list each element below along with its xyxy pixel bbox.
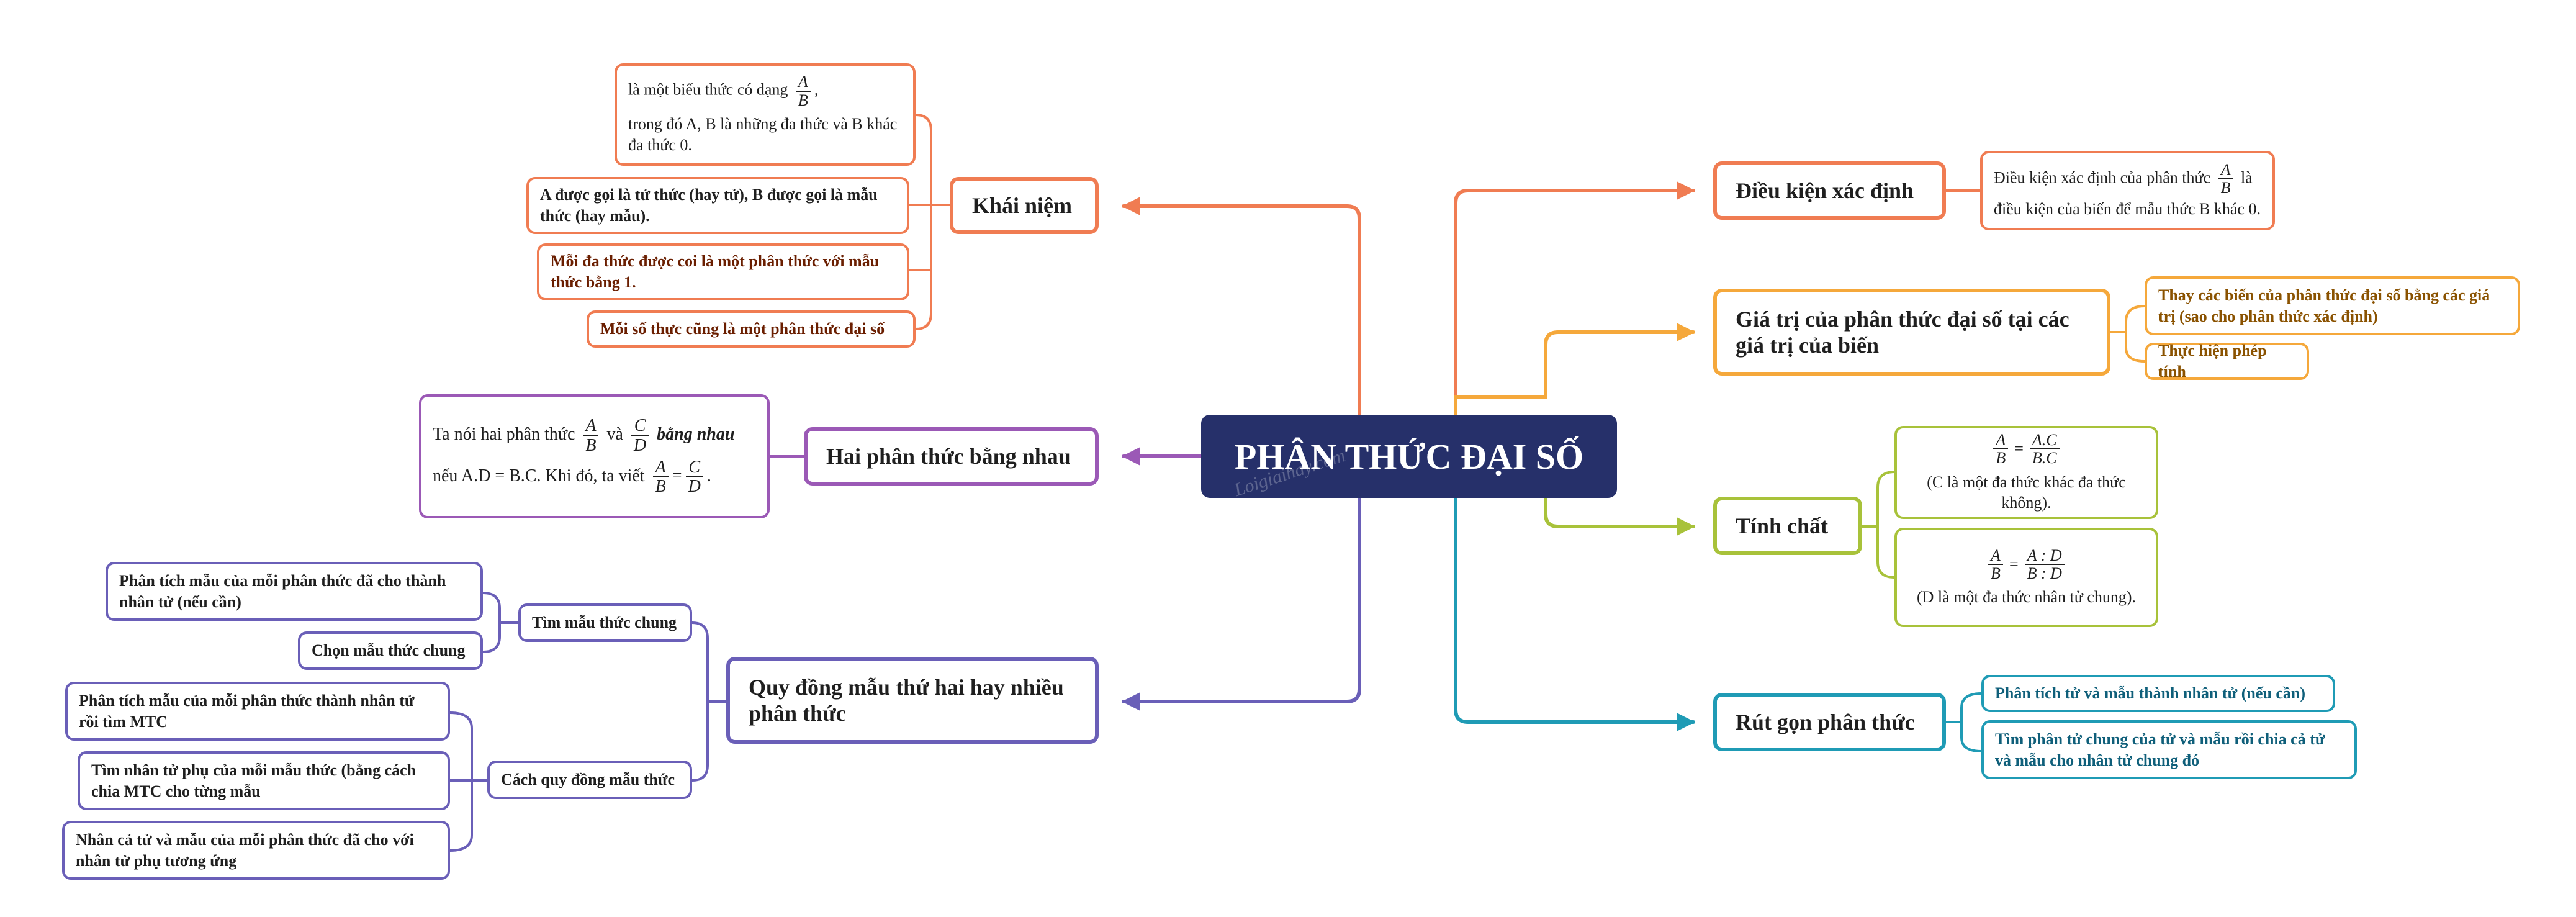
khai-niem-leaf-da-thuc: Mỗi đa thức được coi là một phân thức vớ…	[537, 243, 909, 300]
topic-tinh-chat-title: Tính chất	[1736, 513, 1829, 538]
hai-phan-thuc-prefix: Ta nói hai phân thức	[433, 425, 575, 445]
gia-tri-leaf-phep-tinh-text: Thực hiện phép tính	[2158, 341, 2267, 381]
topic-hai-phan-thuc-bang-nhau[interactable]: Hai phân thức bằng nhau	[804, 427, 1099, 486]
dieu-kien-mid: là	[2240, 168, 2253, 187]
equals-sign: =	[2009, 555, 2019, 574]
topic-gia-tri-phan-thuc[interactable]: Giá trị của phân thức đại số tại các giá…	[1713, 289, 2110, 376]
topic-rut-gon-title: Rút gọn phân thức	[1736, 710, 1915, 734]
topic-hai-phan-thuc-title: Hai phân thức bằng nhau	[826, 444, 1071, 469]
tinh-chat-note-2: (D là một đa thức nhân tử chung).	[1916, 588, 2137, 607]
equals-sign: =	[672, 466, 682, 486]
dieu-kien-prefix: Điều kiện xác định của phân thức	[1994, 168, 2211, 187]
khai-niem-def-suffix: ,	[814, 80, 819, 99]
tim-mau-leaf-chon-mtc: Chọn mẫu thức chung	[298, 631, 483, 670]
khai-niem-def-prefix: là một biểu thức có dạng	[628, 80, 788, 99]
khai-niem-leaf-tu-mau: A được gọi là tử thức (hay tử), B được g…	[526, 177, 909, 234]
rut-gon-leaf-nhan-tu-chung-text: Tìm phân tử chung của tử và mẫu rồi chia…	[1995, 730, 2325, 769]
khai-niem-leaf-tu-mau-text: A được gọi là tử thức (hay tử), B được g…	[540, 186, 878, 225]
gia-tri-leaf-phep-tinh: Thực hiện phép tính	[2145, 341, 2309, 381]
cach-quy-dong-leaf-2: Tìm nhân tử phụ của mỗi mẫu thức (bằng c…	[78, 751, 450, 810]
hai-phan-thuc-emph: bằng nhau	[657, 425, 735, 445]
equals-sign: =	[2014, 440, 2024, 458]
topic-gia-tri-title: Giá trị của phân thức đại số tại các giá…	[1736, 307, 2069, 358]
tim-mau-thuc-chung-title: Tìm mẫu thức chung	[532, 613, 677, 632]
rut-gon-leaf-phan-tich-text: Phân tích tử và mẫu thành nhân tử (nếu c…	[1995, 684, 2306, 703]
subtopic-tim-mau-thuc-chung[interactable]: Tìm mẫu thức chung	[518, 603, 692, 642]
hai-phan-thuc-line2-prefix: nếu A.D = B.C. Khi đó, ta viết	[433, 466, 645, 486]
topic-khai-niem-title: Khái niệm	[972, 193, 1073, 218]
topic-quy-dong-title: Quy đồng mẫu thứ hai hay nhiều phân thức	[749, 675, 1064, 726]
khai-niem-def-line2: trong đó A, B là những đa thức và B khác…	[628, 115, 898, 154]
hai-phan-thuc-line2-suffix: .	[706, 466, 711, 486]
gia-tri-leaf-thay-bien: Thay các biến của phân thức đại số bằng …	[2145, 276, 2520, 335]
tim-mau-leaf-phan-tich-text: Phân tích mẫu của mỗi phân thức đã cho t…	[119, 571, 446, 611]
rut-gon-leaf-phan-tich: Phân tích tử và mẫu thành nhân tử (nếu c…	[1981, 675, 2335, 712]
cach-quy-dong-leaf-1-text: Phân tích mẫu của mỗi phân thức thành nh…	[79, 691, 415, 731]
tinh-chat-note-1: (C là một đa thức khác đa thức không).	[1927, 472, 2126, 512]
topic-khai-niem[interactable]: Khái niệm	[950, 177, 1099, 234]
topic-quy-dong-mau[interactable]: Quy đồng mẫu thứ hai hay nhiều phân thức	[726, 657, 1099, 744]
cach-quy-dong-leaf-3-text: Nhân cả tử và mẫu của mỗi phân thức đã c…	[76, 830, 414, 870]
khai-niem-leaf-so-thuc: Mỗi số thực cũng là một phân thức đại số	[587, 310, 916, 348]
topic-rut-gon-phan-thuc[interactable]: Rút gọn phân thức	[1713, 693, 1946, 751]
khai-niem-leaf-da-thuc-text: Mỗi đa thức được coi là một phân thức vớ…	[551, 252, 880, 291]
tim-mau-leaf-chon-mtc-text: Chọn mẫu thức chung	[312, 641, 466, 660]
dieu-kien-line2: điều kiện của biến để mẫu thức B khác 0.	[1994, 200, 2261, 219]
cach-quy-dong-leaf-2-text: Tìm nhân tử phụ của mỗi mẫu thức (bằng c…	[91, 761, 417, 800]
subtopic-cach-quy-dong[interactable]: Cách quy đồng mẫu thức	[487, 761, 692, 799]
gia-tri-leaf-thay-bien-text: Thay các biến của phân thức đại số bằng …	[2158, 286, 2490, 325]
topic-dieu-kien-xac-dinh[interactable]: Điều kiện xác định	[1713, 161, 1946, 220]
cach-quy-dong-leaf-3: Nhân cả tử và mẫu của mỗi phân thức đã c…	[62, 821, 450, 880]
central-topic[interactable]: PHÂN THỨC ĐẠI SỐ	[1201, 415, 1617, 498]
topic-dieu-kien-title: Điều kiện xác định	[1736, 178, 1914, 203]
central-title: PHÂN THỨC ĐẠI SỐ	[1234, 436, 1584, 477]
topic-tinh-chat[interactable]: Tính chất	[1713, 497, 1862, 555]
rut-gon-leaf-nhan-tu-chung: Tìm phân tử chung của tử và mẫu rồi chia…	[1981, 720, 2357, 779]
cach-quy-dong-title: Cách quy đồng mẫu thức	[501, 770, 675, 789]
khai-niem-leaf-so-thuc-text: Mỗi số thực cũng là một phân thức đại số	[600, 320, 885, 338]
hai-phan-thuc-and: và	[606, 425, 623, 445]
tim-mau-leaf-phan-tich: Phân tích mẫu của mỗi phân thức đã cho t…	[106, 562, 483, 621]
cach-quy-dong-leaf-1: Phân tích mẫu của mỗi phân thức thành nh…	[65, 682, 450, 741]
